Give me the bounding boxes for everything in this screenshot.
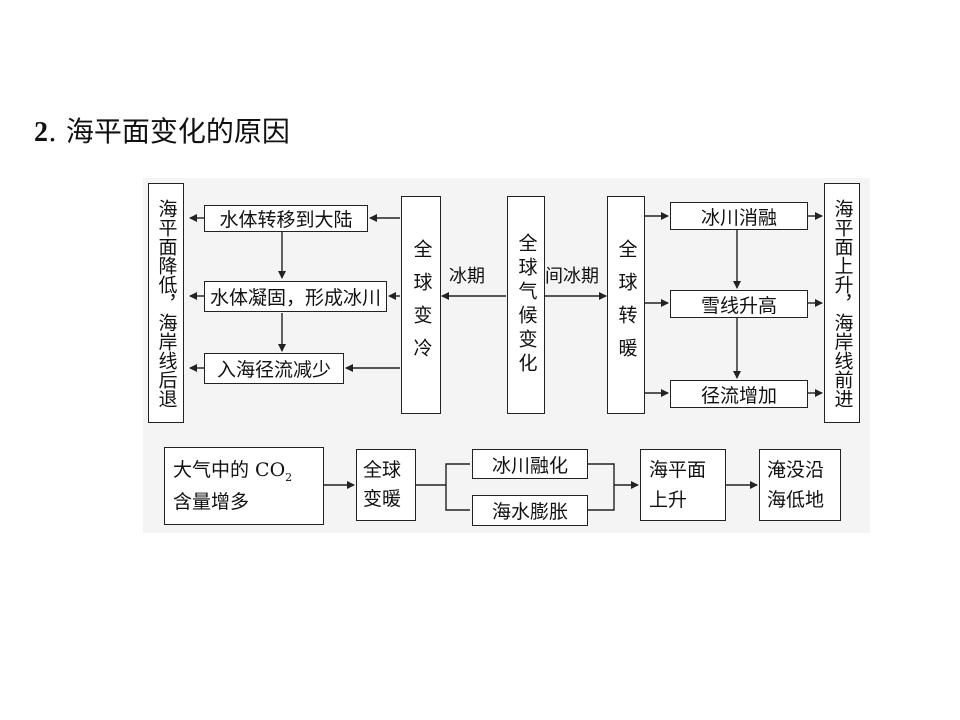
warm-label: 间冰期: [545, 262, 599, 288]
heading-title: 海平面变化的原因: [65, 115, 290, 148]
section-heading: 2. 海平面变化的原因: [34, 110, 290, 150]
cold-step-1: 水体转移到大陆: [204, 205, 368, 232]
cold-step-3: 入海径流减少: [204, 353, 344, 384]
sea-rise-box: 海平面 上升: [640, 449, 726, 521]
warm-step-3: 径流增加: [670, 380, 808, 408]
flood-line-1: 淹没沿: [767, 458, 825, 481]
heading-number: 2: [34, 117, 48, 148]
fork-lines: [416, 463, 470, 511]
heading-dot: .: [48, 115, 57, 148]
cause-text: 大气中的 CO: [173, 459, 286, 482]
cause-line-1: 大气中的 CO2: [173, 455, 323, 486]
effect-sea-expansion: 海水膨胀: [472, 495, 588, 526]
cold-step-2: 水体凝固，形成冰川: [204, 281, 387, 312]
effect-glacier-melt: 冰川融化: [472, 449, 588, 479]
cause-line-2: 含量增多: [173, 490, 250, 513]
right-result-box: 海平面上升，海岸线前进: [824, 183, 860, 423]
flood-line-2: 海低地: [767, 489, 825, 511]
warming-text: 全球变暖: [363, 458, 402, 510]
left-result-box: 海平面降低，海岸线后退: [148, 183, 184, 423]
center-box: 全球气候变化: [507, 196, 545, 414]
cold-box: 全球变冷: [401, 196, 441, 414]
merge-lines: [588, 463, 638, 511]
flood-box: 淹没沿 海低地: [759, 449, 841, 521]
sea-rise-line-1: 海平面: [649, 458, 707, 481]
warm-step-1: 冰川消融: [670, 202, 808, 230]
warm-step-2: 雪线升高: [670, 290, 808, 318]
warming-box: 全球变暖: [356, 449, 416, 521]
cause-box: 大气中的 CO2 含量增多: [164, 447, 324, 525]
co2-subscript: 2: [285, 470, 293, 484]
sea-rise-line-2: 上升: [649, 489, 688, 511]
cold-label: 冰期: [449, 262, 485, 288]
warm-box: 全球转暖: [607, 196, 645, 414]
